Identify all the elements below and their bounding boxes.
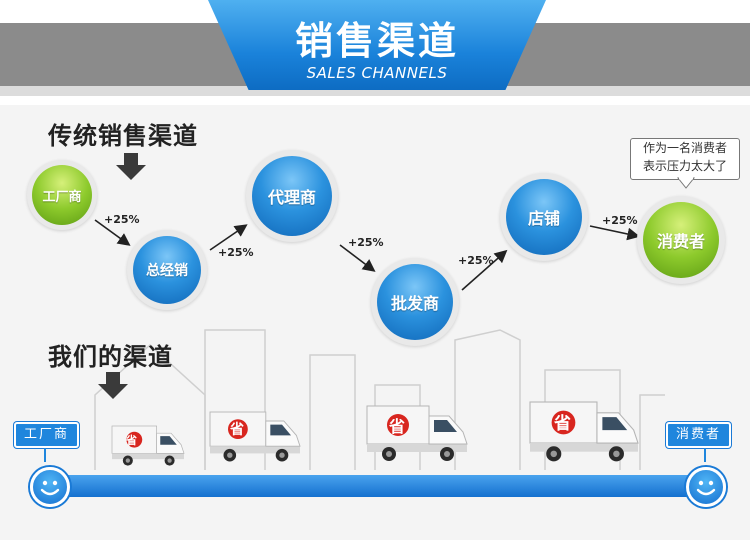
markup-label: +25% [458, 254, 494, 267]
direct-channel-road [40, 475, 720, 497]
truck-sign: 省 [389, 417, 406, 436]
down-arrow-icon [116, 153, 146, 180]
traditional-heading: 传统销售渠道 [48, 122, 198, 150]
page-subtitle: SALES CHANNELS [306, 64, 448, 82]
node-consumer-label: 消费者 [643, 202, 719, 278]
truck-xlarge [529, 401, 639, 462]
node-distributor: 总经销 [127, 230, 207, 310]
end-tag: 消费者 [666, 422, 732, 448]
node-consumer: 消费者 [637, 196, 725, 284]
truck-small [111, 425, 185, 466]
smiley-start-icon [30, 467, 70, 507]
start-tag-stem [44, 448, 46, 462]
node-factory: 工厂商 [27, 160, 97, 230]
page-title: 销售渠道 [294, 19, 459, 63]
markup-label: +25% [218, 246, 254, 259]
markup-label: +25% [602, 214, 638, 227]
our-channel-heading: 我们的渠道 [48, 343, 173, 371]
markup-label: +25% [348, 236, 384, 249]
speech-line-2: 表示压力太大了 [642, 159, 727, 173]
node-factory-label: 工厂商 [32, 165, 92, 225]
speech-line-1: 作为一名消费者 [642, 141, 727, 155]
truck-sign: 省 [230, 422, 244, 438]
markup-label: +25% [104, 213, 140, 226]
start-tag: 工厂商 [14, 422, 80, 448]
node-store: 店铺 [500, 173, 588, 261]
node-agent-label: 代理商 [252, 156, 332, 236]
node-distributor-label: 总经销 [133, 236, 201, 304]
node-wholesaler-label: 批发商 [377, 264, 453, 340]
smiley-end-icon [686, 467, 726, 507]
title-banner [208, 0, 546, 90]
down-arrow-icon [98, 372, 128, 399]
node-wholesaler: 批发商 [371, 258, 459, 346]
node-agent: 代理商 [246, 150, 338, 242]
truck-medium [209, 411, 301, 462]
truck-sign: 省 [554, 414, 571, 434]
end-tag-stem [704, 448, 706, 462]
truck-sign: 省 [126, 434, 137, 447]
truck-large [366, 405, 468, 462]
node-store-label: 店铺 [506, 179, 582, 255]
header-band-shadow [0, 86, 750, 96]
